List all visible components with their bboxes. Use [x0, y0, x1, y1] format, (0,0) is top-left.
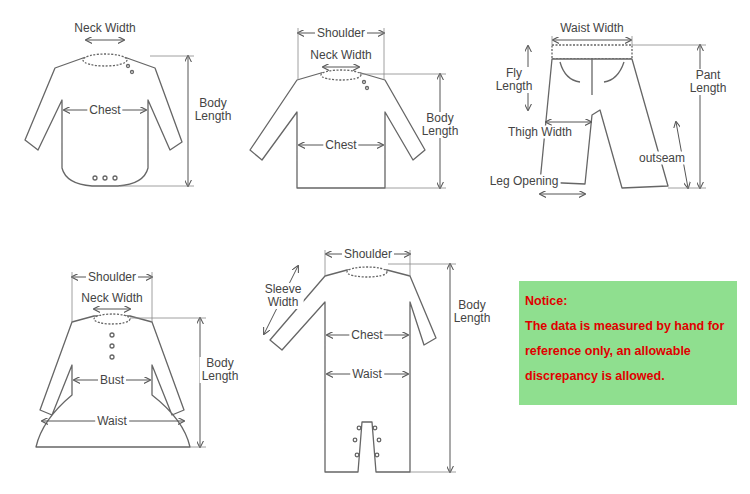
waistband — [552, 45, 632, 59]
dimension-label: Waist — [95, 415, 129, 428]
extension-lines — [72, 28, 706, 472]
shirt-outline — [250, 73, 425, 188]
dimension-label: Chest — [323, 139, 358, 152]
dimension-label: Shoulder — [342, 248, 394, 261]
dimension-label: Body Length — [200, 357, 241, 383]
dimension-label: Pant Length — [688, 69, 729, 95]
bodysuit-outline — [25, 58, 182, 186]
dimension-label: Leg Opening — [488, 175, 561, 188]
dimension-label: Neck Width — [72, 22, 137, 35]
dimension-label: outseam — [637, 152, 687, 165]
dimension-label: Waist — [350, 368, 384, 381]
pants-outline — [540, 59, 668, 188]
dimension-label: Shoulder — [315, 27, 367, 40]
notice-box: Notice:The data is measured by hand for … — [519, 281, 737, 405]
dress-outline — [36, 316, 190, 447]
dimension-label: Shoulder — [86, 271, 138, 284]
dimension-label: Sleeve Width — [263, 283, 304, 309]
notice-text: The data is measured by hand for referen… — [525, 314, 731, 389]
collar — [321, 70, 361, 80]
dimension-label: Chest — [87, 104, 122, 117]
dimension-label: Neck Width — [79, 292, 144, 305]
collar — [83, 54, 127, 66]
collar — [347, 267, 387, 277]
dimension-label: Fly Length — [494, 67, 535, 93]
notice-heading: Notice: — [525, 289, 731, 314]
dimension-label: Body Length — [452, 299, 493, 325]
dimension-label: Body Length — [420, 112, 461, 138]
dimension-label: Thigh Width — [506, 126, 574, 139]
dimension-label: Waist Width — [558, 22, 626, 35]
collar — [94, 314, 130, 324]
dimension-label: Body Length — [193, 97, 234, 123]
dimension-label: Neck Width — [308, 49, 373, 62]
dimension-label: Chest — [349, 329, 384, 342]
dimension-lines — [42, 33, 700, 472]
dimension-label: Bust — [98, 374, 126, 387]
